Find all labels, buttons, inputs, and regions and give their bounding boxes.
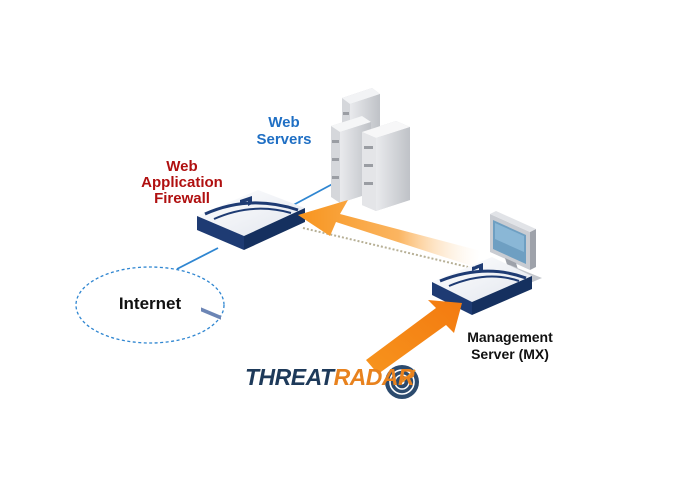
internet-label: Internet bbox=[118, 294, 182, 313]
mx-line-1: Management bbox=[467, 329, 553, 345]
firewall-label: Web Application Firewall bbox=[128, 159, 236, 207]
mx-line-2: Server (MX) bbox=[471, 346, 549, 362]
firewall-line-2: Application bbox=[141, 174, 223, 191]
threatradar-logo: THREATRADAR bbox=[245, 364, 415, 391]
server-rack-icon bbox=[331, 88, 410, 211]
web-servers-label: Web Servers bbox=[249, 114, 319, 148]
radar-target-icon bbox=[385, 365, 419, 399]
management-server-label: Management Server (MX) bbox=[452, 329, 568, 363]
web-servers-line-2: Servers bbox=[256, 131, 312, 148]
logo-threat-text: THREAT bbox=[245, 364, 334, 390]
network-appliance-icon bbox=[197, 190, 305, 320]
logo-radar-text: RADAR bbox=[333, 364, 415, 390]
update-arrow-to-firewall bbox=[298, 200, 481, 267]
firewall-line-3: Firewall bbox=[154, 190, 210, 207]
internet-cloud-icon bbox=[75, 266, 225, 344]
internet-to-firewall-link bbox=[176, 247, 219, 270]
web-servers-line-1: Web bbox=[268, 114, 300, 131]
feed-arrow-to-mx bbox=[366, 300, 462, 374]
firewall-line-1: Web bbox=[166, 158, 198, 175]
management-server-appliance bbox=[432, 257, 532, 315]
